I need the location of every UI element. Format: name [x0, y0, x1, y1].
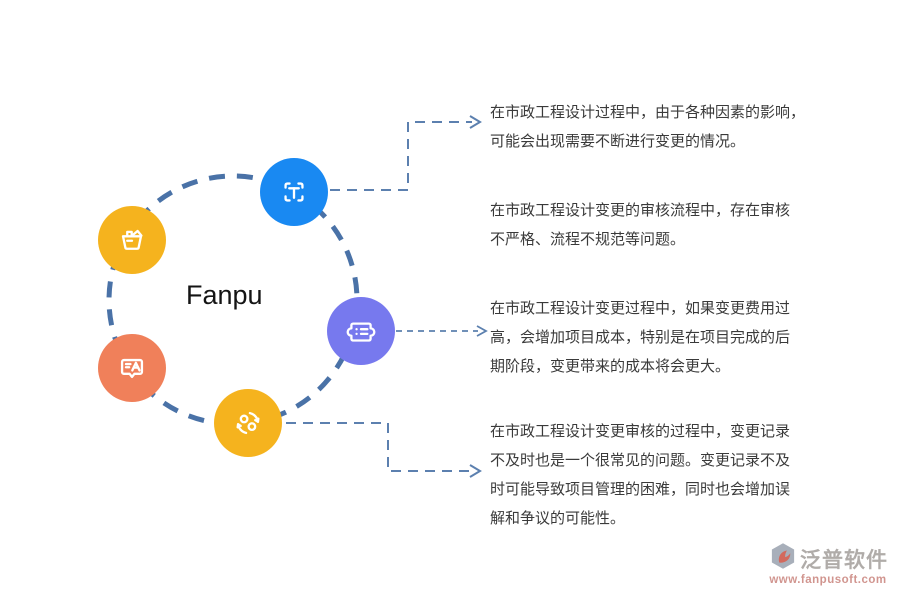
watermark-logo: 泛普软件 www.fanpusoft.com — [768, 541, 888, 586]
sync-icon — [214, 389, 282, 457]
center-brand-label: Fanpu — [186, 280, 263, 310]
arrowhead-1 — [469, 115, 482, 129]
connector-1 — [330, 121, 472, 191]
text-scan-icon — [260, 158, 328, 226]
logo-company-name: 泛普软件 — [800, 548, 888, 572]
connector-3 — [286, 422, 472, 472]
basket-icon — [98, 206, 166, 274]
translate-icon — [98, 334, 166, 402]
arrowhead-3 — [469, 464, 482, 478]
note-audit-process-issues: 在市政工程设计变更的审核流程中，存在审核 不严格、流程不规范等问题。 — [490, 202, 791, 248]
note-design-changes: 在市政工程设计过程中，由于各种因素的影响， 可能会出现需要不断进行变更的情况。 — [490, 104, 806, 150]
fanpu-logo-icon — [768, 541, 798, 576]
logo-website-url: www.fanpusoft.com — [769, 574, 887, 586]
note-change-cost: 在市政工程设计变更过程中，如果变更费用过 高，会增加项目成本，特别是在项目完成的… — [490, 300, 791, 375]
note-change-records: 在市政工程设计变更审核的过程中，变更记录 不及时也是一个很常见的问题。变更记录不… — [490, 423, 791, 527]
ticket-icon — [327, 297, 395, 365]
arrowhead-2 — [476, 325, 488, 337]
